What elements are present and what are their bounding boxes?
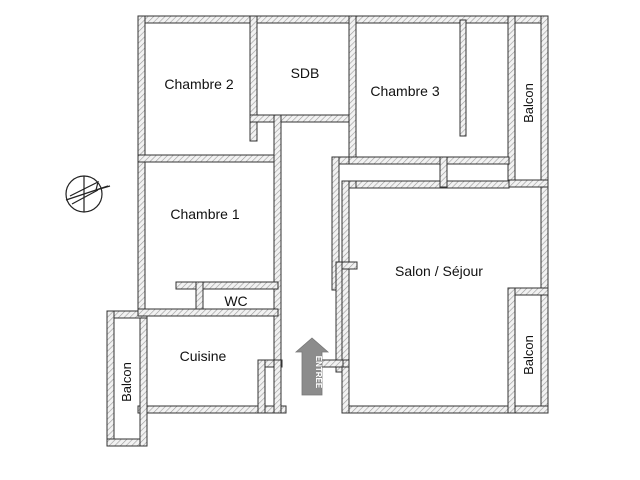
wall-ch2-bottom: [137, 154, 279, 163]
entrance-arrow-icon: ENTRÉE: [294, 337, 330, 396]
room-wc-label: WC: [224, 293, 247, 309]
wall-kitchen-right-v: [257, 359, 266, 414]
wall-balcon-left-inner: [139, 317, 148, 447]
wall-outer-bottom-left: [137, 405, 287, 414]
wall-balcon-right-top-bottom: [507, 179, 549, 188]
wall-ch2-sdb: [249, 15, 258, 142]
wall-balcon-left-outer: [106, 310, 115, 447]
room-sdb-label: SDB: [291, 65, 320, 81]
wall-ch3-partition: [459, 19, 467, 137]
room-chambre-1-label: Chambre 1: [170, 206, 239, 222]
wall-kitchen-top: [137, 308, 279, 317]
wall-cupboard-row-bottom: [348, 180, 510, 189]
room-balcon-left-label: Balcon: [119, 362, 134, 402]
wall-cupboard-divider: [439, 156, 448, 188]
wall-entrance-left: [273, 359, 282, 414]
walls: [106, 15, 549, 447]
wall-wc-left: [195, 281, 204, 313]
wall-corridor-left: [273, 114, 282, 361]
wall-outer-top: [137, 15, 549, 24]
wall-salon-notch: [341, 261, 358, 270]
wall-balcon-right-bottom-inner: [507, 287, 516, 414]
wall-outer-left: [137, 15, 146, 317]
entrance-label: ENTRÉE: [314, 356, 323, 389]
room-balcon-right-top-label: Balcon: [521, 83, 536, 123]
room-balcon-right-bottom-label: Balcon: [521, 335, 536, 375]
wall-sdb-ch3: [348, 15, 357, 165]
wall-salon-left: [341, 180, 350, 414]
wall-ch1-bottom: [175, 281, 279, 290]
compass-icon: [65, 175, 111, 213]
room-salon-label: Salon / Séjour: [395, 263, 483, 279]
wall-ch3-bottom: [348, 156, 510, 165]
wall-sdb-bottom: [249, 114, 353, 123]
room-chambre-2-label: Chambre 2: [164, 76, 233, 92]
room-cuisine-label: Cuisine: [180, 348, 227, 364]
wall-outer-bottom-right: [341, 405, 549, 414]
room-chambre-3-label: Chambre 3: [370, 83, 439, 99]
wall-outer-right: [540, 15, 549, 414]
